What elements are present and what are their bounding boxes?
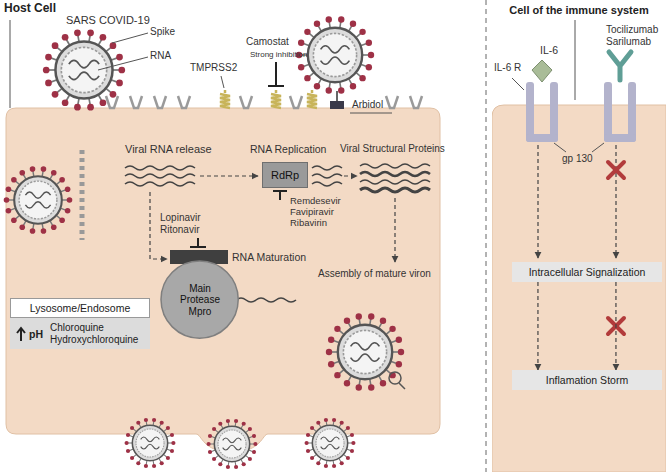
membrane-receptors (271, 90, 281, 108)
lysosome-box: Lysosome/Endosome pH Chloroquine Hydroxych… (10, 298, 150, 349)
inhibitor-marks (190, 246, 206, 248)
step-label: RNA Replication (250, 143, 326, 155)
cell-body (6, 108, 440, 452)
step-label: Viral RNA release (125, 143, 212, 156)
leader-lines (221, 76, 224, 88)
drug-label: Lopinavir Ritonavir (160, 212, 232, 235)
il6-receptors (526, 82, 534, 142)
cytokine-label: IL-6 (540, 44, 558, 56)
membrane-receptors (220, 90, 230, 108)
membrane-receptors (106, 96, 118, 108)
node-title: Inflamation Storm (546, 374, 628, 386)
step-label: Assembly of mature viron (318, 268, 431, 280)
leader-lines (512, 78, 524, 90)
arrow-up-symbol (17, 328, 25, 341)
protein-label: TMPRSS2 (190, 62, 237, 74)
enzyme-box: RdRp (262, 162, 308, 188)
membrane-receptors (410, 96, 422, 108)
process-band: Intracellular Signalization (512, 262, 662, 282)
node-title: Lysosome/Endosome (10, 298, 150, 318)
inhibitor-marks (275, 62, 277, 86)
part-label: RNA (150, 50, 171, 62)
inhibitor-marks (197, 238, 199, 247)
membrane-receptors (330, 101, 344, 109)
drug-label: Tocilizumab Sarilumab (606, 24, 666, 47)
leader-lines (575, 20, 576, 100)
virus-label: SARS COVID-19 (66, 14, 150, 27)
panel-divider (486, 0, 487, 472)
membrane-receptors (130, 96, 142, 108)
node-title: Cell of the immune system (492, 4, 666, 17)
il6-receptors (550, 82, 558, 142)
flow-arrows (200, 175, 258, 176)
node-title: RdRp (271, 169, 299, 182)
il6-receptors (526, 134, 558, 142)
membrane-receptors (178, 96, 190, 108)
receptor-label: gp 130 (562, 153, 593, 165)
antibody-symbol (609, 52, 631, 80)
node-text: Chloroquine Hydroxychloroquine (50, 322, 144, 345)
node-title: Intracellular Signalization (529, 266, 646, 278)
treatment-strip: pH Chloroquine Hydroxychloroquine (10, 318, 150, 349)
node-title: Main Protease Mpro (170, 283, 230, 318)
inhibitor-marks (268, 85, 284, 87)
note-label: Strong inhibition (250, 50, 307, 59)
leader-lines (350, 113, 392, 114)
leader-lines (10, 20, 11, 108)
drug-label: Remdesevir Favipiravir Ribavirin (290, 196, 352, 229)
process-band: Inflamation Storm (512, 370, 662, 390)
il6-receptors (604, 82, 612, 142)
il6-ligand (532, 60, 552, 82)
drug-label: Arbidol (352, 99, 383, 111)
il6-receptors (604, 134, 636, 142)
arrow-up-symbol (16, 326, 26, 342)
part-label: Spike (150, 26, 175, 38)
node-text: pH (29, 328, 43, 340)
membrane-receptors (240, 96, 252, 108)
node-title: Host Cell (4, 2, 445, 16)
membrane-receptors (336, 91, 338, 101)
cell-body (492, 105, 666, 472)
membrane-receptors (290, 96, 302, 108)
step-label: RNA Maturation (232, 251, 306, 263)
circle-outline (161, 261, 238, 338)
il6-receptors (628, 82, 636, 142)
virus-particles (43, 29, 125, 110)
inhibitor-marks (273, 190, 287, 192)
inhibitor-marks (279, 192, 281, 200)
leader-lines (112, 33, 148, 43)
step-label: Viral Structural Proteins (340, 143, 445, 155)
membrane-receptors (154, 96, 166, 108)
membrane-receptors (307, 90, 317, 108)
protease-circle: Main Protease Mpro (160, 260, 239, 339)
drug-label: Camostat (246, 36, 289, 48)
leader-lines (98, 57, 148, 70)
virus-particles (296, 16, 374, 93)
receptor-label: IL-6 R (494, 62, 521, 74)
membrane-receptors (386, 96, 398, 108)
